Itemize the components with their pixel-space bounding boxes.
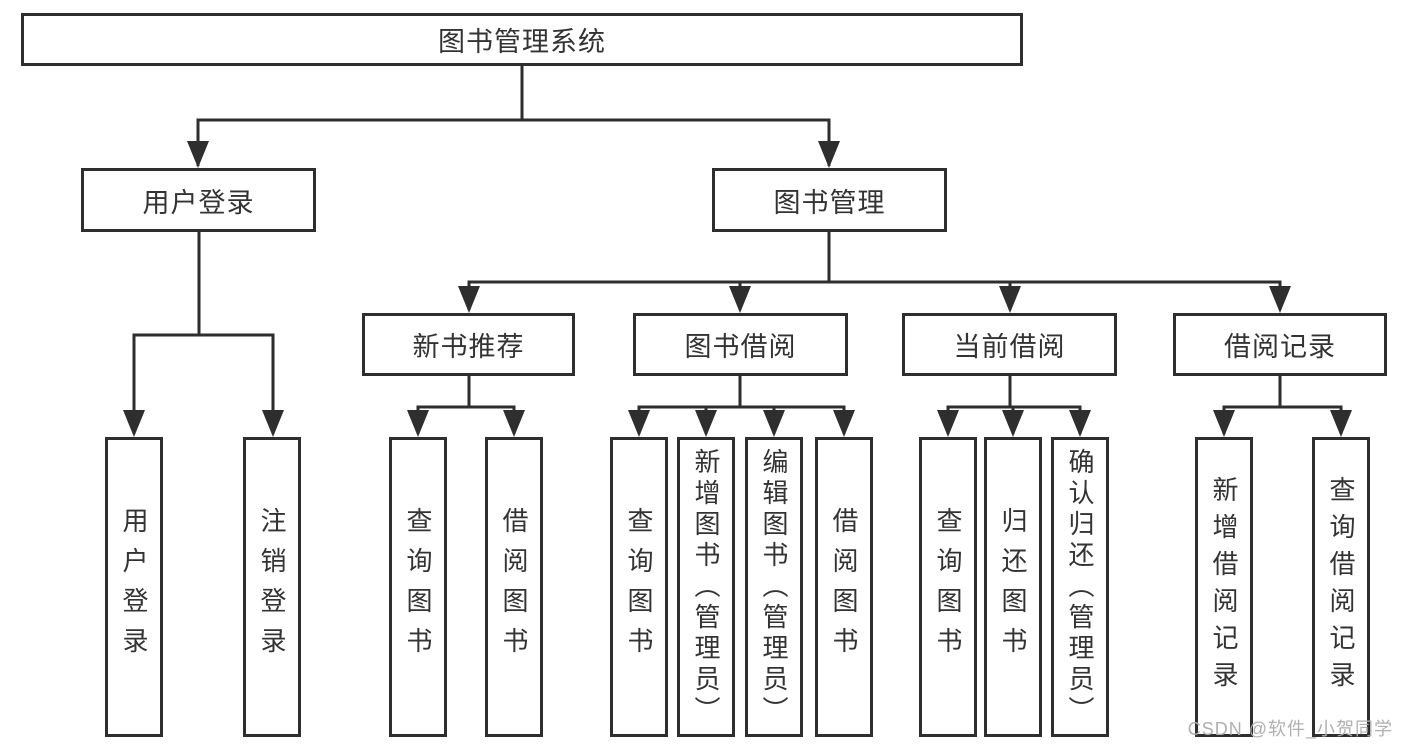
- leaf-borrow-books: 借阅图书: [815, 437, 873, 737]
- node-label: 查询图书: [624, 507, 654, 667]
- node-label: 新书推荐: [412, 332, 525, 362]
- leaf-edit-book-admin: 编辑图书（管理员）: [745, 437, 803, 737]
- node-label: 归还图书: [998, 507, 1028, 667]
- node-label: 编辑图书（管理员）: [759, 447, 789, 727]
- node-book-management: 图书管理: [712, 168, 947, 232]
- leaf-borrow-books: 借阅图书: [485, 437, 543, 737]
- node-label: 当前借阅: [953, 332, 1066, 362]
- connector-current-borrow: [937, 376, 1091, 437]
- leaf-add-book-admin: 新增图书（管理员）: [677, 437, 735, 737]
- connector-new-book: [407, 376, 525, 437]
- node-label: 借阅记录: [1224, 332, 1336, 362]
- node-current-borrowing: 当前借阅: [902, 313, 1117, 376]
- node-label: 查询借阅记录: [1326, 476, 1356, 698]
- connector-user-login: [123, 232, 284, 437]
- csdn-watermark: CSDN @软件_小贺同学: [1187, 719, 1393, 739]
- node-label: 图书借阅: [684, 332, 797, 362]
- node-label: 查询图书: [933, 507, 963, 667]
- connector-book-management: [458, 232, 1291, 313]
- node-label: 借阅图书: [829, 507, 859, 667]
- leaf-confirm-return-admin: 确认归还（管理员）: [1051, 437, 1109, 737]
- node-label: 用户登录: [119, 507, 149, 667]
- leaf-return-books: 归还图书: [984, 437, 1042, 737]
- leaf-query-books: 查询图书: [610, 437, 668, 737]
- node-label: 借阅图书: [499, 507, 529, 667]
- node-label: 新增图书（管理员）: [691, 447, 721, 727]
- node-new-book-recommendation: 新书推荐: [362, 313, 575, 376]
- node-label: 用户登录: [142, 187, 255, 218]
- leaf-query-books: 查询图书: [389, 437, 447, 737]
- node-label: 确认归还（管理员）: [1065, 447, 1095, 727]
- leaf-user-login: 用户登录: [105, 437, 163, 737]
- leaf-logout: 注销登录: [243, 437, 301, 737]
- node-book-borrowing: 图书借阅: [633, 313, 848, 376]
- node-label: 注销登录: [257, 507, 287, 667]
- leaf-query-books: 查询图书: [919, 437, 977, 737]
- leaf-query-borrow-record: 查询借阅记录: [1312, 437, 1370, 737]
- connector-root: [187, 64, 840, 168]
- node-label: 图书管理: [773, 187, 886, 218]
- node-user-login-branch: 用户登录: [81, 168, 316, 232]
- connector-book-borrow: [628, 376, 855, 437]
- node-label: 查询图书: [403, 507, 433, 667]
- node-label: 图书管理系统: [438, 27, 606, 57]
- node-library-management-system: 图书管理系统: [21, 13, 1023, 66]
- leaf-add-borrow-record: 新增借阅记录: [1195, 437, 1253, 737]
- connector-borrow-records: [1213, 376, 1352, 437]
- node-label: 新增借阅记录: [1209, 476, 1239, 698]
- node-borrowing-records: 借阅记录: [1173, 313, 1387, 376]
